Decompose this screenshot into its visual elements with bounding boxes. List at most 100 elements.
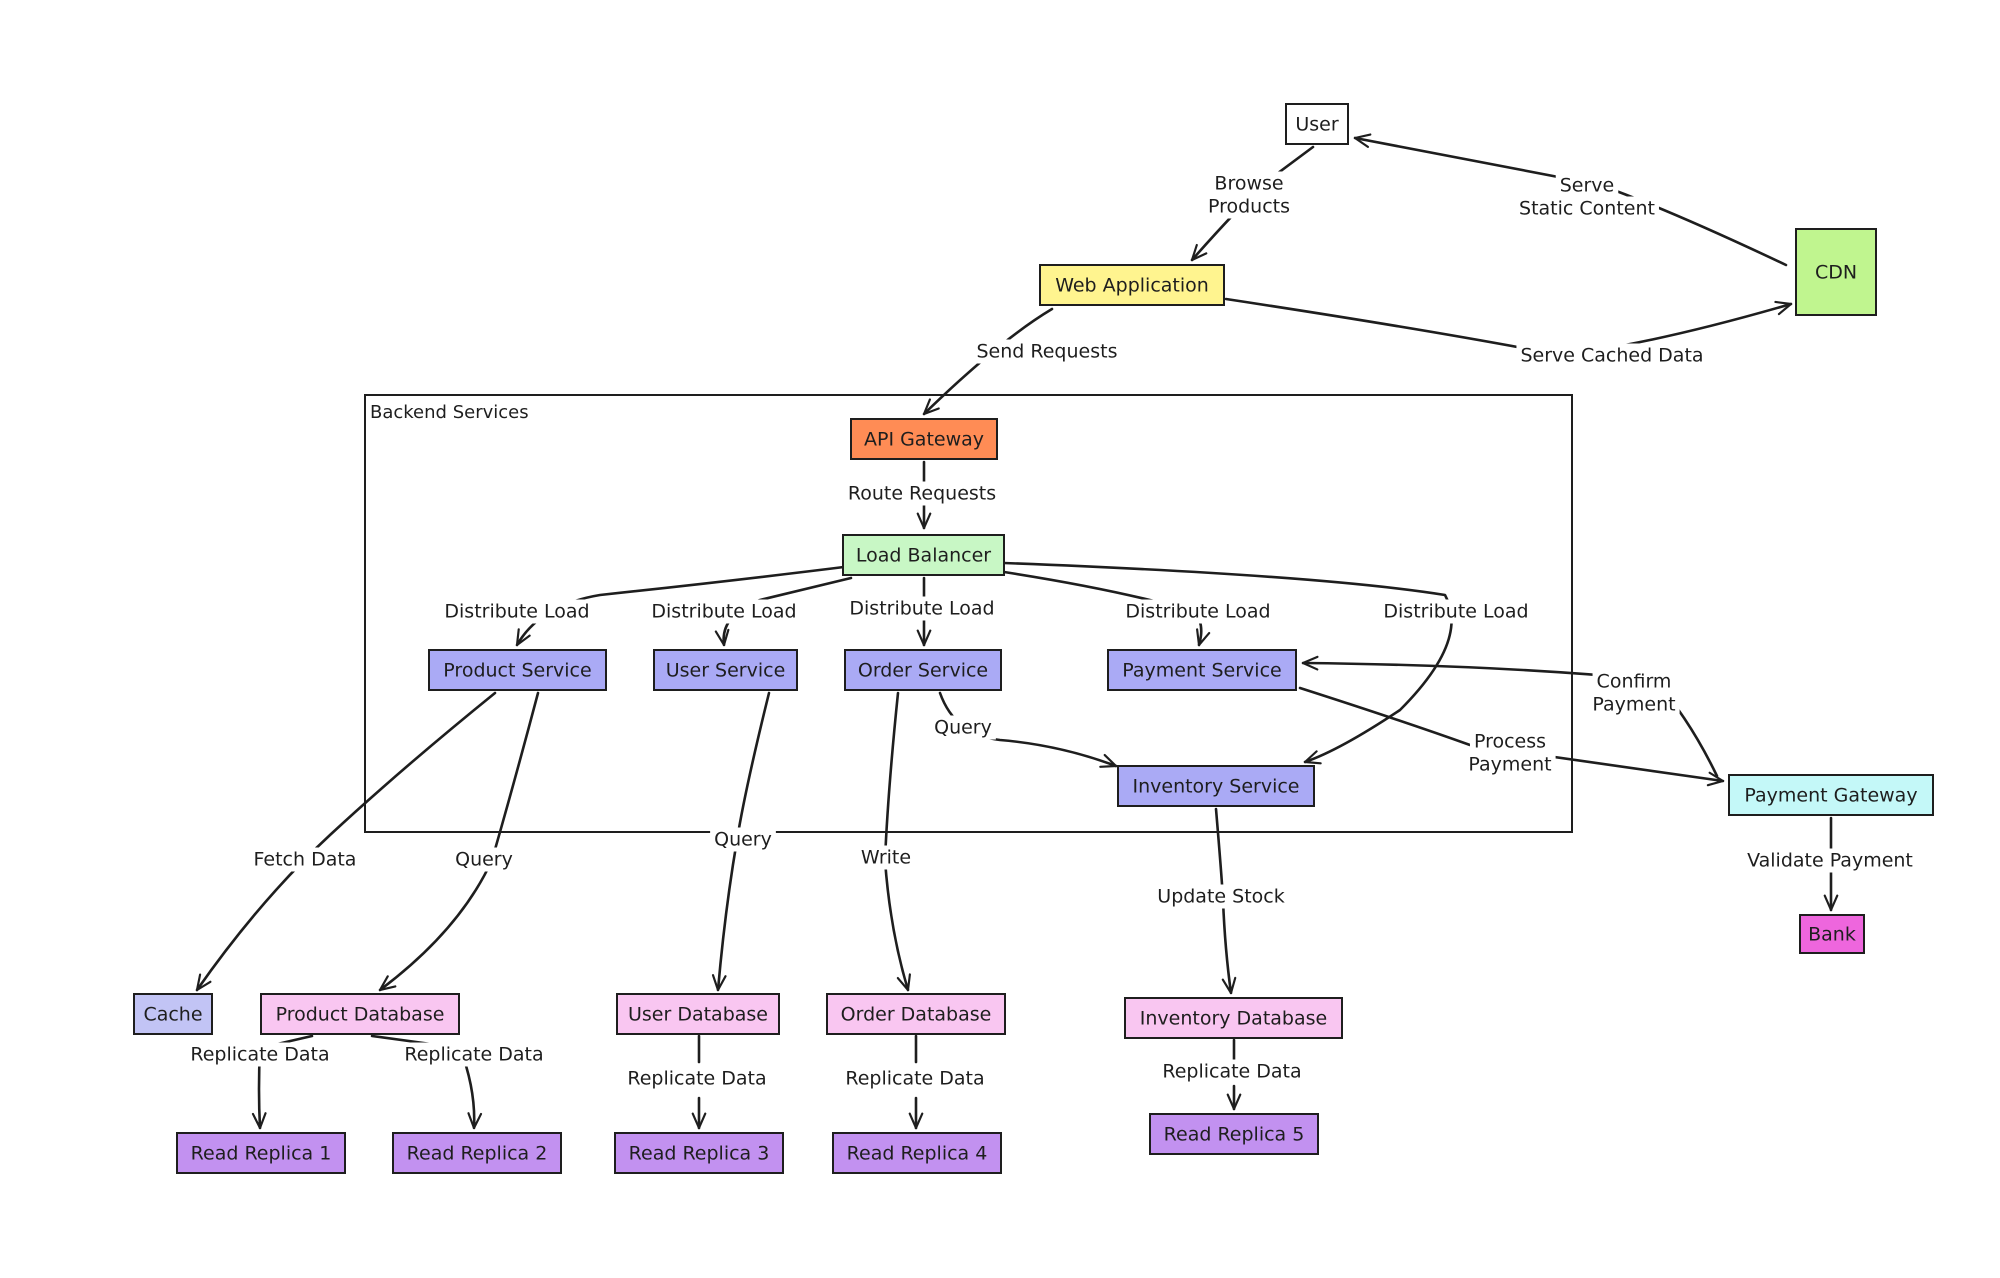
edge-label-product-query: Query bbox=[451, 847, 517, 872]
node-label: Product Database bbox=[276, 1004, 445, 1026]
edge-label-text: Serve Cached Data bbox=[1520, 345, 1703, 367]
node-lb[interactable]: Load Balancer bbox=[842, 534, 1005, 576]
node-inventorydb[interactable]: Inventory Database bbox=[1124, 997, 1343, 1039]
edge-label-rep3: Replicate Data bbox=[623, 1066, 771, 1091]
edge-label-bg bbox=[1588, 692, 1680, 717]
edge-label-bg bbox=[845, 596, 999, 621]
node-usersvc[interactable]: User Service bbox=[653, 649, 798, 691]
edge-label-dist-payment: Distribute Load bbox=[1121, 599, 1275, 624]
edge-label-bg bbox=[930, 715, 996, 740]
node-box bbox=[1795, 228, 1877, 316]
edge-label-order-query: Query bbox=[930, 715, 996, 740]
node-orderdb[interactable]: Order Database bbox=[826, 993, 1006, 1035]
edge-line bbox=[1298, 686, 1725, 787]
node-order[interactable]: Order Service bbox=[844, 649, 1002, 691]
edge-label-text: Distribute Load bbox=[1383, 601, 1528, 623]
node-label: Web Application bbox=[1055, 275, 1209, 297]
node-label: Load Balancer bbox=[856, 545, 991, 567]
node-webapp[interactable]: Web Application bbox=[1039, 264, 1225, 306]
edge-label-rep4: Replicate Data bbox=[841, 1066, 989, 1091]
node-box bbox=[1039, 264, 1225, 306]
edge-label-text: Query bbox=[455, 849, 513, 871]
edge-label-update-stock: Update Stock bbox=[1153, 884, 1289, 909]
edge-label-bg bbox=[1515, 196, 1659, 221]
node-label: Read Replica 2 bbox=[407, 1143, 548, 1165]
backend-services-title: Backend Services bbox=[370, 402, 529, 423]
node-cdn[interactable]: CDN bbox=[1795, 228, 1877, 316]
edge-line bbox=[195, 691, 497, 992]
edge-label-bg bbox=[451, 847, 517, 872]
edge-label-bg bbox=[1121, 599, 1275, 624]
edge-label-bg bbox=[186, 1042, 334, 1067]
node-label: User Service bbox=[666, 660, 786, 682]
node-label: CDN bbox=[1815, 262, 1857, 284]
node-box bbox=[428, 649, 607, 691]
edge-label-dist-inventory: Distribute Load bbox=[1379, 599, 1533, 624]
node-productdb[interactable]: Product Database bbox=[260, 993, 460, 1035]
edge-label-write: Write bbox=[856, 845, 916, 870]
node-box bbox=[1149, 1113, 1319, 1155]
node-label: Payment Service bbox=[1122, 660, 1281, 682]
edge-label-text: Browse bbox=[1214, 173, 1283, 195]
edge-label-user-query: Query bbox=[710, 827, 776, 852]
edge-label-bg bbox=[843, 481, 1001, 506]
node-userdb[interactable]: User Database bbox=[616, 993, 780, 1035]
edge-label-text: Payment bbox=[1468, 754, 1551, 776]
node-box bbox=[1117, 765, 1315, 807]
edge-label-bg bbox=[1203, 194, 1295, 219]
node-replica3[interactable]: Read Replica 3 bbox=[614, 1132, 784, 1174]
edge-label-rep2: Replicate Data bbox=[400, 1042, 548, 1067]
edge-process bbox=[1298, 686, 1725, 787]
node-label: User Database bbox=[628, 1004, 768, 1026]
edge-label-rep1: Replicate Data bbox=[186, 1042, 334, 1067]
edge-label-bg bbox=[1516, 343, 1708, 368]
edge-label-bg bbox=[647, 599, 801, 624]
edge-label-send-requests: Send Requests bbox=[972, 339, 1122, 364]
node-inventory[interactable]: Inventory Service bbox=[1117, 765, 1315, 807]
edge-label-text: Replicate Data bbox=[404, 1044, 543, 1066]
edge-line bbox=[1002, 561, 1453, 765]
edge-label-text: Distribute Load bbox=[651, 601, 796, 623]
node-user[interactable]: User bbox=[1285, 103, 1349, 145]
node-paygw[interactable]: Payment Gateway bbox=[1728, 774, 1934, 816]
node-box bbox=[616, 993, 780, 1035]
node-replica1[interactable]: Read Replica 1 bbox=[176, 1132, 346, 1174]
node-box bbox=[1107, 649, 1297, 691]
node-box bbox=[260, 993, 460, 1035]
node-payment[interactable]: Payment Service bbox=[1107, 649, 1297, 691]
edge-label-bg bbox=[400, 1042, 548, 1067]
edge-label-text: Distribute Load bbox=[444, 601, 589, 623]
edge-line bbox=[378, 691, 540, 992]
node-box bbox=[1799, 914, 1865, 954]
edge-label-text: Update Stock bbox=[1157, 886, 1284, 908]
edge-label-route: Route Requests bbox=[843, 481, 1001, 506]
node-box bbox=[653, 649, 798, 691]
edge-label-bg bbox=[1153, 884, 1289, 909]
edge-product-query bbox=[378, 691, 540, 992]
edge-label-dist-order: Distribute Load bbox=[845, 596, 999, 621]
edge-label-bg bbox=[841, 1066, 989, 1091]
node-replica2[interactable]: Read Replica 2 bbox=[392, 1132, 562, 1174]
node-replica4[interactable]: Read Replica 4 bbox=[832, 1132, 1002, 1174]
node-replica5[interactable]: Read Replica 5 bbox=[1149, 1113, 1319, 1155]
edge-line bbox=[883, 691, 911, 992]
node-label: Read Replica 4 bbox=[847, 1143, 988, 1165]
node-product[interactable]: Product Service bbox=[428, 649, 607, 691]
node-apigw[interactable]: API Gateway bbox=[850, 418, 998, 460]
edge-label-text: Replicate Data bbox=[845, 1068, 984, 1090]
node-label: Product Service bbox=[443, 660, 591, 682]
edge-label-text: Send Requests bbox=[977, 341, 1118, 363]
backend-services-group bbox=[364, 394, 1573, 833]
edge-label-bg bbox=[972, 339, 1122, 364]
node-box bbox=[850, 418, 998, 460]
edge-label-bg bbox=[856, 845, 916, 870]
edge-label-text: Confirm bbox=[1597, 671, 1672, 693]
node-cache[interactable]: Cache bbox=[133, 993, 213, 1035]
edge-label-text: Products bbox=[1208, 196, 1290, 218]
node-box bbox=[1124, 997, 1343, 1039]
node-bank[interactable]: Bank bbox=[1799, 914, 1865, 954]
